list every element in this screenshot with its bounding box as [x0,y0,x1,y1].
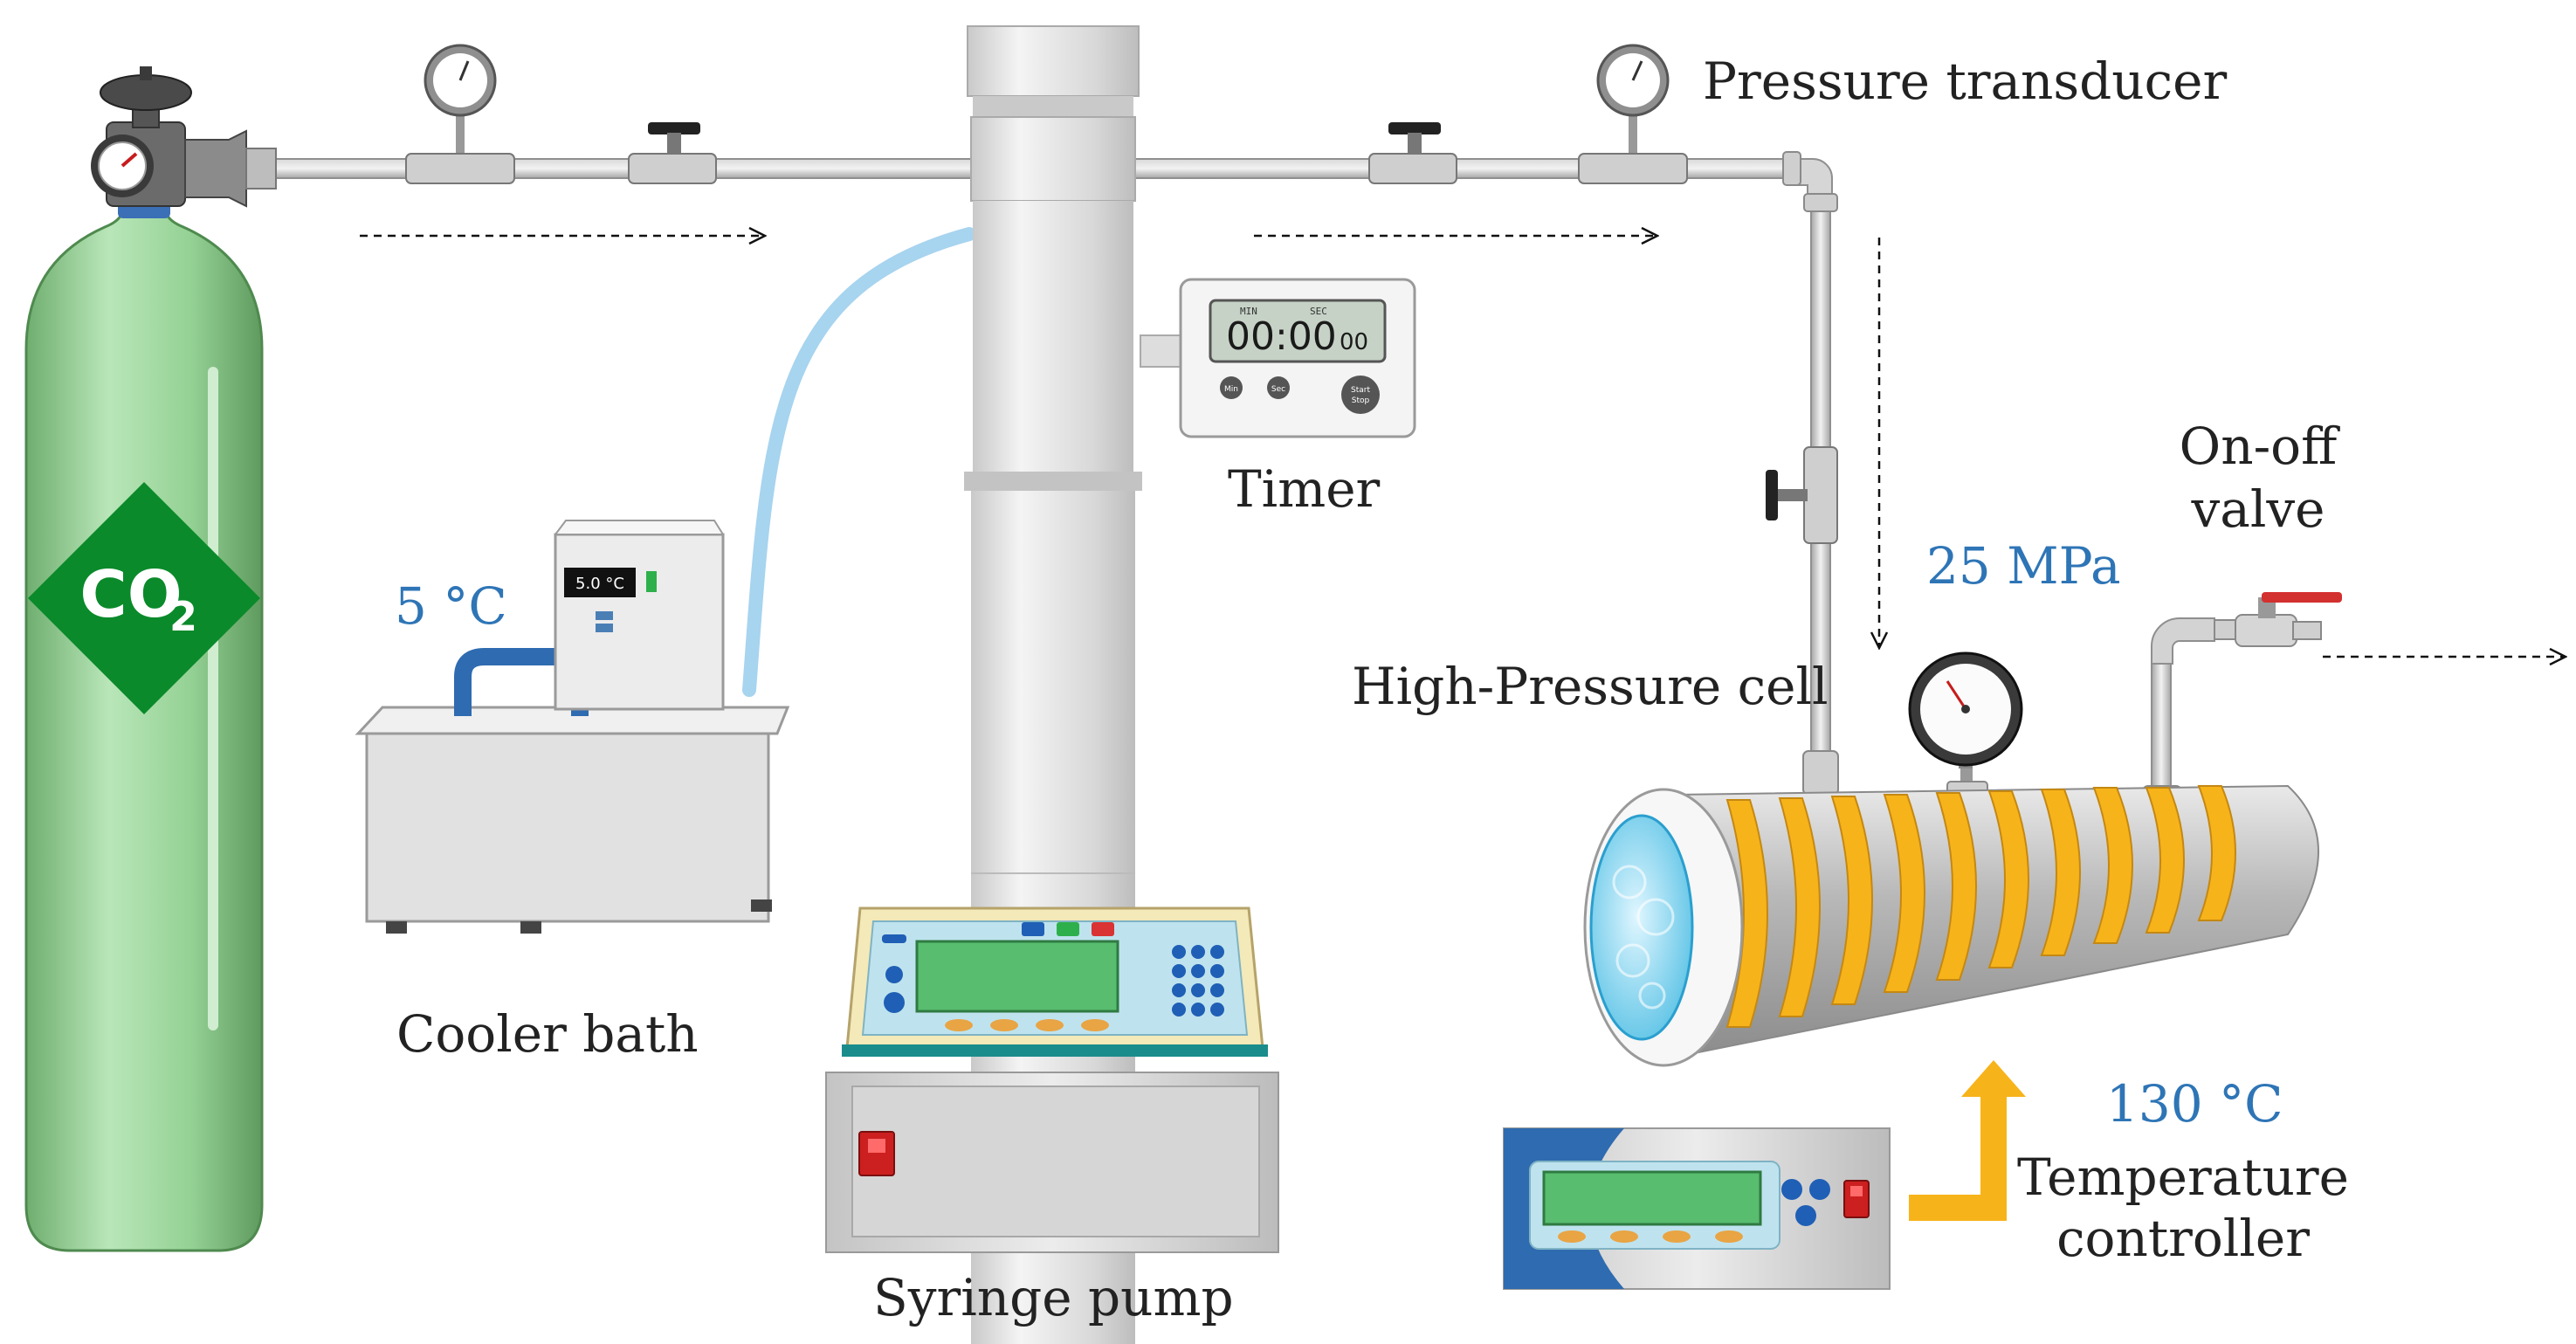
cooler-temperature-value: 5 °C [395,576,507,636]
timer: MIN SEC 00:00 00 Min Sec Start Stop [1140,278,1416,438]
high-pressure-cell [1583,750,2319,1067]
co2-subscript: 2 [169,593,197,640]
syringe-pump-label: Syringe pump [873,1268,1234,1327]
pressure-value: 25 MPa [1926,536,2121,596]
pressure-transducer-label: Pressure transducer [1703,52,2227,111]
timer-label: Timer [1228,459,1381,519]
timer-display-small: 00 [1340,329,1368,355]
inlet-pressure-gauge [405,44,515,184]
cooler-display: 5.0 °C [575,575,624,593]
temperature-controller-label-line2: controller [2056,1209,2310,1268]
syringe-pump [742,25,1279,1344]
high-pressure-cell-label: High-Pressure cell [1352,657,1829,716]
timer-stop-button: Stop [1352,396,1370,405]
temperature-controller [1503,1060,2026,1290]
timer-min-label: MIN [1240,306,1257,317]
on-off-valve-label-line2: valve [2191,479,2325,539]
cell-temperature-value: 130 °C [2106,1074,2283,1134]
cooler-bath: 5.0 °C [355,520,790,934]
pressure-transducer-gauge [1578,44,1688,184]
timer-sec-label: SEC [1310,306,1327,317]
cell-pressure-gauge [1908,651,2023,768]
cell-inlet-valve [1766,446,1838,544]
temperature-controller-label-line1: Temperature [2017,1148,2349,1207]
timer-sec-button: Sec [1271,385,1285,394]
co2-hazard-diamond: CO 2 [28,482,260,714]
inlet-needle-valve [628,122,717,184]
timer-start-button: Start [1351,386,1370,395]
cooler-bath-label: Cooler bath [396,1004,699,1064]
co2-cylinder: CO 2 [24,66,277,1252]
co2-formula: CO [79,557,182,632]
on-off-valve-label-line1: On-off [2180,417,2340,476]
outlet-needle-valve [1368,122,1457,184]
flow-arrows [360,236,2566,657]
timer-min-button: Min [1224,385,1238,394]
on-off-ball-valve [2235,592,2342,647]
timer-display: 00:00 [1226,314,1337,359]
